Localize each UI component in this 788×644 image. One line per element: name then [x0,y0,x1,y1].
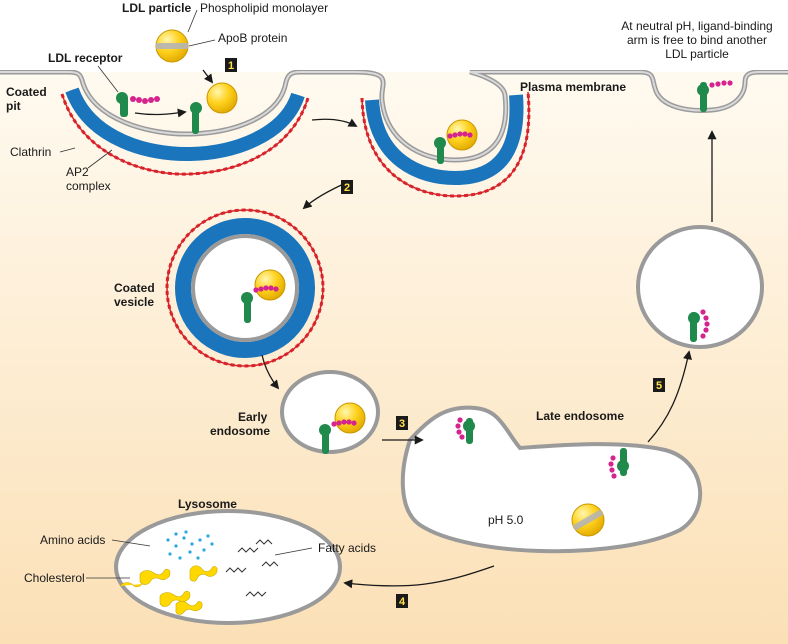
label-early-endosome-2: endosome [210,424,270,438]
label-late-endosome: Late endosome [536,409,624,423]
fatty-acid-chains [225,539,279,597]
arrow-late-to-recycling [647,350,692,443]
label-fatty-acids: Fatty acids [318,541,376,555]
leader-ldl-receptor [97,65,119,93]
label-ldl-receptor: LDL receptor [48,51,123,65]
receptor-surface-right [697,80,733,112]
receptor-recycling [688,309,710,342]
label-amino-acids: Amino acids [40,533,105,547]
ldl-particle-outside [155,29,189,63]
arrow-vesicle-to-early [261,354,280,390]
ldl-particle-pit [206,82,238,114]
label-phospholipid: Phospholipid monolayer [200,1,328,15]
leader-ap2 [87,149,113,169]
lysosome [114,509,342,625]
leader-fatty-acids [274,547,313,556]
label-cholesterol: Cholesterol [24,571,85,585]
svg-text:1: 1 [228,60,234,72]
label-ap2-1: AP2 [66,165,89,179]
arrow-pit-to-bud [311,118,358,127]
step-1-marker: 1 [225,58,237,72]
svg-text:3: 3 [399,418,405,430]
receptor-free-top [116,92,160,117]
arrow-late-to-lysosome [343,565,495,589]
recycling-vesicle [636,225,764,349]
step-5-marker: 5 [653,378,665,392]
receptor-bud [434,131,473,164]
late-endosome [400,405,703,554]
step-3-marker: 3 [396,416,408,430]
label-ap2-2: complex [66,179,111,193]
receptor-late-right [608,448,629,479]
receptor-late-left [455,417,475,444]
budding-pit [360,91,531,198]
label-early-endosome-1: Early [238,410,268,424]
label-neutral-2: arm is free to bind another [627,33,767,47]
label-coated-pit-1: Coated [6,85,47,99]
label-clathrin: Clathrin [10,145,51,159]
receptor-vesicle [241,285,279,323]
svg-text:4: 4 [399,596,406,608]
label-coated-vesicle-1: Coated [114,281,155,295]
receptor-bound-pit [190,102,202,134]
label-coated-vesicle-2: vesicle [114,295,154,309]
coated-vesicle [165,208,325,368]
label-coated-pit-2: pit [6,99,21,113]
leader-apob [188,39,216,47]
step-2-marker: 2 [341,180,353,194]
leader-phospholipid [187,9,198,33]
ldl-particle-vesicle [254,269,286,301]
cholesterol-molecules [119,565,218,615]
coated-pit [60,87,310,176]
ldl-particle-early [334,402,366,434]
step-4-marker: 4 [396,594,408,608]
svg-text:5: 5 [656,380,662,392]
leader-clathrin [59,147,76,153]
arrow-receptor-to-ldl [134,108,187,118]
label-lysosome: Lysosome [178,497,237,511]
label-neutral-1: At neutral pH, ligand-binding [621,19,772,33]
label-ldl-particle: LDL particle [122,1,191,15]
svg-text:2: 2 [344,182,350,194]
label-apob: ApoB protein [218,31,287,45]
arrow-ldl-to-pit [202,69,214,84]
receptor-early [319,419,357,454]
label-plasma-membrane: Plasma membrane [520,80,626,94]
amino-acid-dots [166,530,214,560]
label-ph: pH 5.0 [488,513,524,527]
label-neutral-3: LDL particle [665,47,729,61]
ldl-particle-late [571,503,605,537]
leader-amino-acids [111,539,151,547]
